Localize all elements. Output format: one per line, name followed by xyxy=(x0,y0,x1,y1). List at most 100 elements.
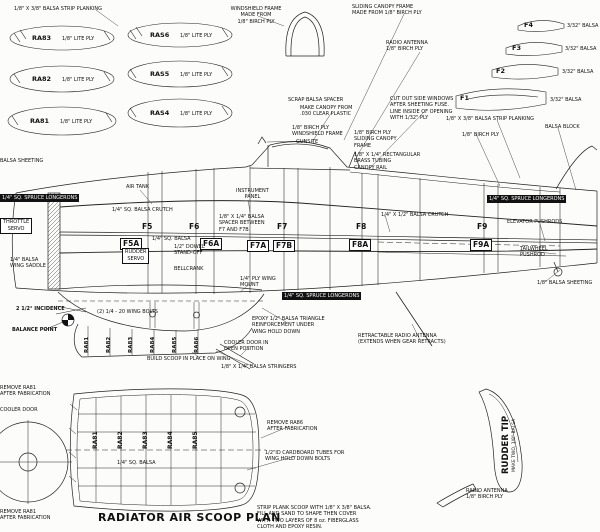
scoop-rib-side-ra85: RA85 xyxy=(172,336,178,353)
part-label-ras6: RAS6 xyxy=(150,31,170,39)
material-ras6: 1/8" LITE PLY xyxy=(180,33,213,39)
note-instrument-panel: INSTRUMENT PANEL xyxy=(236,188,269,201)
note-rudder-servo: RUDDER SERVO xyxy=(122,248,150,264)
note-sliding-canopy-frame: SLIDING CANOPY FRAME MADE FROM 1/8" BIRC… xyxy=(352,4,422,17)
part-label-f3: F3 xyxy=(512,44,521,52)
note-cut-out-windows: CUT OUT SIDE WINDOWS AFTER SHEETING FUSE… xyxy=(390,96,454,121)
material-f3: 3/32" BALSA xyxy=(565,46,597,52)
note-retractable-antenna: RETRACTABLE RADIO ANTENNA (EXTENDS WHEN … xyxy=(358,333,446,346)
former-label-f8: F8 xyxy=(356,222,367,231)
note-f7-spacer: 1/8" X 1/4" BALSA SPACER BETWEEN F7 AND … xyxy=(219,214,265,233)
scoop-rib-plan-ra83: RA83 xyxy=(142,431,149,449)
note-spruce-longerons-left: 1/4" SQ. SPRUCE LONGERONS xyxy=(0,194,80,203)
note-cardboard-tubes: 1/2"ID CARDBOARD TUBES FOR WING HOLD DOW… xyxy=(265,450,345,463)
note-strip-planking-top-left: 1/8" X 3/8" BALSA STRIP PLANKING xyxy=(14,6,103,12)
note-bellcrank: BELLCRANK xyxy=(174,266,204,272)
part-label-f4: F4 xyxy=(524,21,533,29)
part-label-f1: F1 xyxy=(460,94,469,102)
note-balsa-sheeting-right: 1/8" BALSA SHEETING xyxy=(537,280,593,286)
note-incidence: 2 1/2° INCIDENCE xyxy=(16,306,65,312)
note-balsa-crutch-left: 1/4" SQ. BALSA CRUTCH xyxy=(112,207,173,213)
note-quarter-sq-balsa-plan: 1/4" SQ. BALSA xyxy=(117,460,156,466)
scoop-rib-side-ra83: RA83 xyxy=(128,336,134,353)
note-canopy-rail: 1/8" X 1/4" RECTANGULAR BRASS TUBING CAN… xyxy=(354,152,421,171)
note-make-canopy: MAKE CANOPY FROM .030 CLEAR PLASTIC xyxy=(300,105,353,118)
note-elevator-pushrods: ELEVATOR PUSHRODS xyxy=(507,219,563,225)
scoop-rib-plan-ra82: RA82 xyxy=(117,431,124,449)
note-windshield-frame: WINDSHIELD FRAME MADE FROM 1/8" BIRCH PL… xyxy=(230,6,282,25)
note-balsa-stringers: 1/8" X 1/4" BALSA STRINGERS xyxy=(221,364,297,370)
part-label-ra82: RA82 xyxy=(32,75,52,83)
note-radio-antenna-top: RADIO ANTENNA 1/8" BIRCH PLY xyxy=(386,40,428,53)
scoop-rib-side-ra81: RA81 xyxy=(84,336,90,353)
material-ra81: 1/8" LITE PLY xyxy=(60,119,93,125)
part-label-ras4: RAS4 xyxy=(150,109,170,117)
note-remove-ra81-bottom: REMOVE RA81 AFTER FABRICATION xyxy=(0,509,51,522)
scoop-rib-side-ra86: RA86 xyxy=(194,336,200,353)
note-wing-bolts: (2) 1/4 - 20 WING BOLTS xyxy=(97,309,158,315)
label-rudder-tip-sub: MAKE TWO, 1/8" BALSA xyxy=(512,418,517,472)
material-f2: 3/32" BALSA xyxy=(562,69,594,75)
windshield-frame-part xyxy=(285,11,325,57)
former-label-f5: F5 xyxy=(142,222,153,231)
scoop-plan-view xyxy=(66,388,266,512)
part-label-ras5: RAS5 xyxy=(150,70,170,78)
note-quarter-sq-balsa: 1/4" SQ. BALSA xyxy=(152,236,191,242)
part-label-ra83: RA83 xyxy=(32,34,52,42)
material-ras4: 1/8" LITE PLY xyxy=(180,111,213,117)
material-f4: 3/32" BALSA xyxy=(567,23,599,29)
scoop-rib-plan-ra81: RA81 xyxy=(92,431,99,449)
note-radio-antenna-bottom: RADIO ANTENNA 1/8" BIRCH PLY xyxy=(466,488,508,501)
material-ra83: 1/8" LITE PLY xyxy=(62,36,95,42)
note-remove-ra86: REMOVE RA86 AFTER FABRICATION xyxy=(267,420,318,433)
note-birch-ply-right: 1/8" BIRCH PLY xyxy=(462,132,500,138)
material-ra82: 1/8" LITE PLY xyxy=(62,77,95,83)
note-balsa-block: BALSA BLOCK xyxy=(545,124,580,130)
material-ras5: 1/8" LITE PLY xyxy=(180,72,213,78)
former-label-f9: F9 xyxy=(477,222,488,231)
note-strip-plank-scoop: STRIP PLANK SCOOP WITH 1/8" X 3/8" BALSA… xyxy=(257,505,372,530)
former-label-f8a: F8A xyxy=(349,239,372,252)
note-balance-point: BALANCE POINT xyxy=(12,327,58,333)
former-label-f6a: F6A xyxy=(200,238,223,251)
note-cooler-door: COOLER DOOR xyxy=(0,407,38,413)
note-wing-saddle: 1/4" BALSA WING SADDLE xyxy=(10,257,46,270)
note-scrap-balsa-spacer: SCRAP BALSA SPACER xyxy=(288,97,344,103)
radio-antenna-part xyxy=(436,483,477,508)
material-f1: 3/32" BALSA xyxy=(550,97,582,103)
note-strip-planking-right: 1/8" X 3/8" BALSA STRIP PLANKING xyxy=(446,116,535,122)
scoop-rib-side-ra84: RA84 xyxy=(150,336,156,353)
note-tailwheel-pushrod: TAILWHEEL PUSHROD xyxy=(520,246,548,259)
tail-former-parts xyxy=(455,20,565,111)
note-throttle-servo: THROTTLE SERVO xyxy=(0,218,33,234)
rib-templates xyxy=(7,22,233,136)
former-label-f7b: F7B xyxy=(273,240,296,253)
note-windshield-frame-2: 1/8" BIRCH PLY WINDSHIELD FRAME xyxy=(292,125,343,138)
note-spruce-longerons-right: 1/4" SQ. SPRUCE LONGERONS xyxy=(487,195,567,204)
drawing-title: RADIATOR AIR SCOOP PLAN xyxy=(98,511,281,524)
part-label-f2: F2 xyxy=(496,67,505,75)
note-balsa-crutch-right: 1/4" X 1/2" BALSA CRUTCH xyxy=(381,212,449,218)
spinner-front-view xyxy=(0,420,72,504)
note-epoxy-triangle: EPOXY 1/2" BALSA TRIANGLE REINFORCEMENT … xyxy=(252,316,325,335)
note-sliding-canopy-2: 1/8" BIRCH PLY SLIDING CANOPY FRAME xyxy=(354,130,397,149)
note-gunsite: GUNSITE xyxy=(296,139,319,145)
leader-lines xyxy=(95,9,577,493)
part-label-ra81: RA81 xyxy=(30,117,50,125)
former-label-f7a: F7A xyxy=(247,240,270,253)
note-dowel-standoff: 1/2" DOWEL STAND-OFF xyxy=(174,244,205,257)
rudder-tip-part xyxy=(478,388,523,493)
note-air-tank: AIR TANK xyxy=(126,184,150,190)
scoop-rib-plan-ra85: RA85 xyxy=(192,431,199,449)
note-ply-wing-mount: 1/4" PLY WING MOUNT xyxy=(240,276,276,289)
note-build-scoop: BUILD SCOOP IN PLACE ON WING xyxy=(147,356,231,362)
note-spruce-longerons-mid: 1/4" SQ. SPRUCE LONGERONS xyxy=(282,292,362,301)
scoop-rib-plan-ra84: RA84 xyxy=(167,431,174,449)
note-remove-ra81-top: REMOVE RA81 AFTER FABRICATION xyxy=(0,385,51,398)
former-label-f9a: F9A xyxy=(470,239,493,252)
wing-and-scoop-side xyxy=(43,284,265,370)
former-label-f6: F6 xyxy=(189,222,200,231)
scoop-rib-side-ra82: RA82 xyxy=(106,336,112,353)
